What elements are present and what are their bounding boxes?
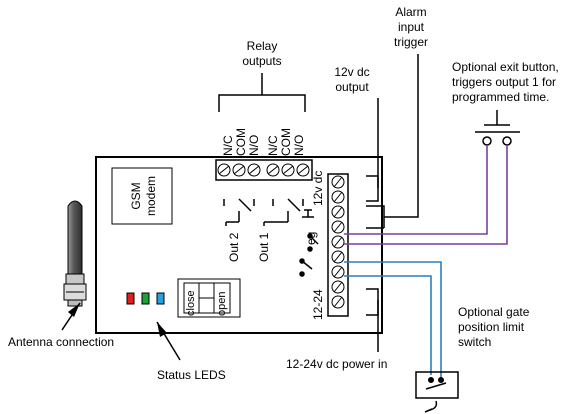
gate-limit-switch bbox=[415, 371, 459, 413]
antenna-label: Antenna connection bbox=[8, 335, 114, 349]
trigger-label: trigger bbox=[394, 35, 428, 49]
relay-outputs-callout: Relay outputs bbox=[218, 39, 306, 112]
relay-switch-symbols bbox=[223, 198, 304, 226]
relay-term-nc2: N/C bbox=[266, 135, 280, 156]
outputs-label: outputs bbox=[242, 54, 281, 68]
gate-label-2: position limit bbox=[458, 320, 525, 334]
modem-label: modem bbox=[144, 176, 158, 216]
exit-label-1: Optional exit button, bbox=[452, 60, 559, 74]
output-label: output bbox=[335, 80, 369, 94]
dc12-output-bracket: 12v dc output bbox=[334, 65, 379, 202]
status-label: Status LEDS bbox=[157, 368, 226, 382]
relay-term-com2: COM bbox=[279, 128, 293, 156]
antenna-arrow bbox=[61, 302, 81, 331]
board-symbols bbox=[299, 209, 319, 277]
exit-button: Optional exit button, triggers output 1 … bbox=[452, 60, 559, 146]
alarm-input-bracket: Alarm input trigger bbox=[366, 5, 428, 229]
open-label: open bbox=[216, 292, 228, 316]
power-label: 12-24v dc power in bbox=[286, 357, 387, 371]
led-blue bbox=[156, 292, 165, 305]
led-red bbox=[126, 292, 135, 305]
relay-terminal-block bbox=[215, 159, 313, 181]
terminal-12v-label: 12v dc bbox=[311, 171, 325, 206]
exit-button-wires bbox=[344, 145, 508, 245]
main-terminal-block bbox=[327, 173, 349, 317]
gate-label-1: Optional gate bbox=[458, 305, 530, 319]
status-arrow bbox=[156, 321, 181, 361]
out1-label: Out 1 bbox=[257, 232, 271, 262]
alarm-label: Alarm bbox=[395, 5, 426, 19]
gate-switch-wires bbox=[344, 261, 442, 380]
dc12-label: 12v dc bbox=[334, 65, 369, 79]
gsm-label: GSM bbox=[129, 182, 143, 209]
relay-term-com1: COM bbox=[234, 128, 248, 156]
input-label: input bbox=[398, 20, 425, 34]
close-open-switch: close open bbox=[177, 278, 241, 318]
relay-term-no1: N/O bbox=[247, 135, 261, 156]
relay-term-nc1: N/C bbox=[221, 135, 235, 156]
out2-label: Out 2 bbox=[227, 232, 241, 262]
gate-label-3: switch bbox=[458, 335, 491, 349]
gsm-modem: GSM modem bbox=[111, 167, 173, 225]
relay-label: Relay bbox=[247, 39, 278, 53]
exit-label-3: programmed time. bbox=[452, 90, 549, 104]
exit-label-2: triggers output 1 for bbox=[452, 75, 556, 89]
controller-board bbox=[95, 156, 383, 334]
antenna bbox=[63, 200, 87, 307]
relay-term-no2: N/O bbox=[292, 135, 306, 156]
relay-terminal-labels: N/C COM N/O N/C COM N/O bbox=[221, 128, 306, 156]
status-leds bbox=[126, 292, 165, 305]
close-label: close bbox=[185, 290, 197, 316]
led-green bbox=[141, 292, 150, 305]
terminal-1224-label: 12-24 bbox=[311, 289, 325, 320]
power-in-bracket bbox=[366, 288, 379, 352]
